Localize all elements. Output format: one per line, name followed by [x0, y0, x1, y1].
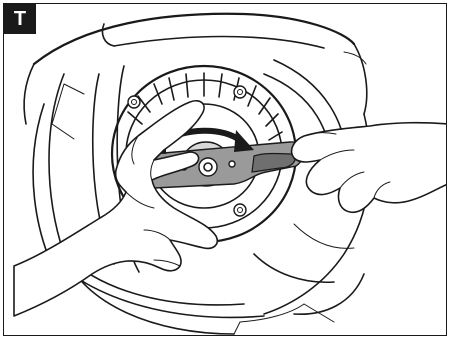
step-label-badge: T — [4, 4, 36, 34]
right-hand — [292, 123, 447, 213]
illustration-frame: T — [3, 3, 447, 336]
blade-rotation-illustration — [4, 4, 447, 336]
